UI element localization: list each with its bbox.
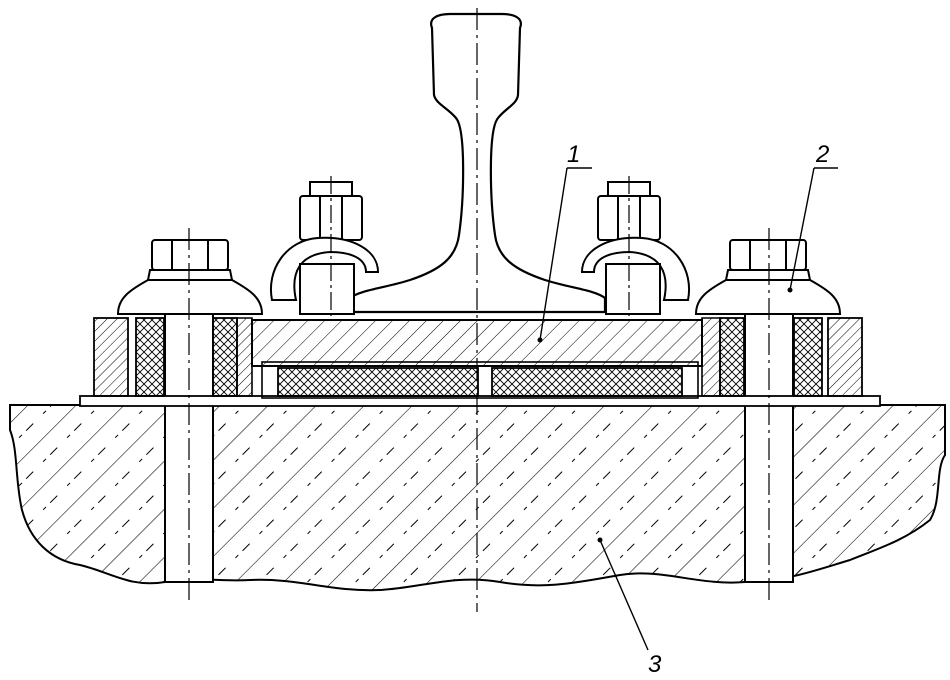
base-strip — [79, 395, 881, 407]
callout-label-2: 2 — [815, 141, 829, 168]
lower-pad-left — [277, 367, 479, 397]
anchor-nut-left — [116, 239, 264, 315]
housing-left-pad — [135, 317, 165, 397]
clamp-bolt-right — [580, 181, 691, 315]
housing-left-outer — [93, 317, 129, 397]
leader-dot-3 — [597, 537, 603, 543]
anchor-nut-right — [694, 239, 842, 315]
concrete-sleeper — [9, 404, 946, 592]
leader-line-2 — [789, 167, 838, 291]
housing-right-outer — [827, 317, 863, 397]
callout-label-1: 1 — [567, 141, 580, 168]
leader-dot-1 — [537, 337, 543, 343]
housing-right-pad — [793, 317, 823, 397]
housing-right-inner — [719, 317, 745, 397]
callout-label-3: 3 — [648, 651, 662, 678]
housing-left-sleeve — [236, 317, 253, 397]
leader-line-3 — [599, 539, 649, 651]
leader-dot-2 — [787, 287, 793, 293]
lower-pad-right — [491, 367, 683, 397]
leader-line-1 — [539, 167, 592, 341]
housing-left-inner — [212, 317, 238, 397]
housing-right-sleeve — [701, 317, 721, 397]
